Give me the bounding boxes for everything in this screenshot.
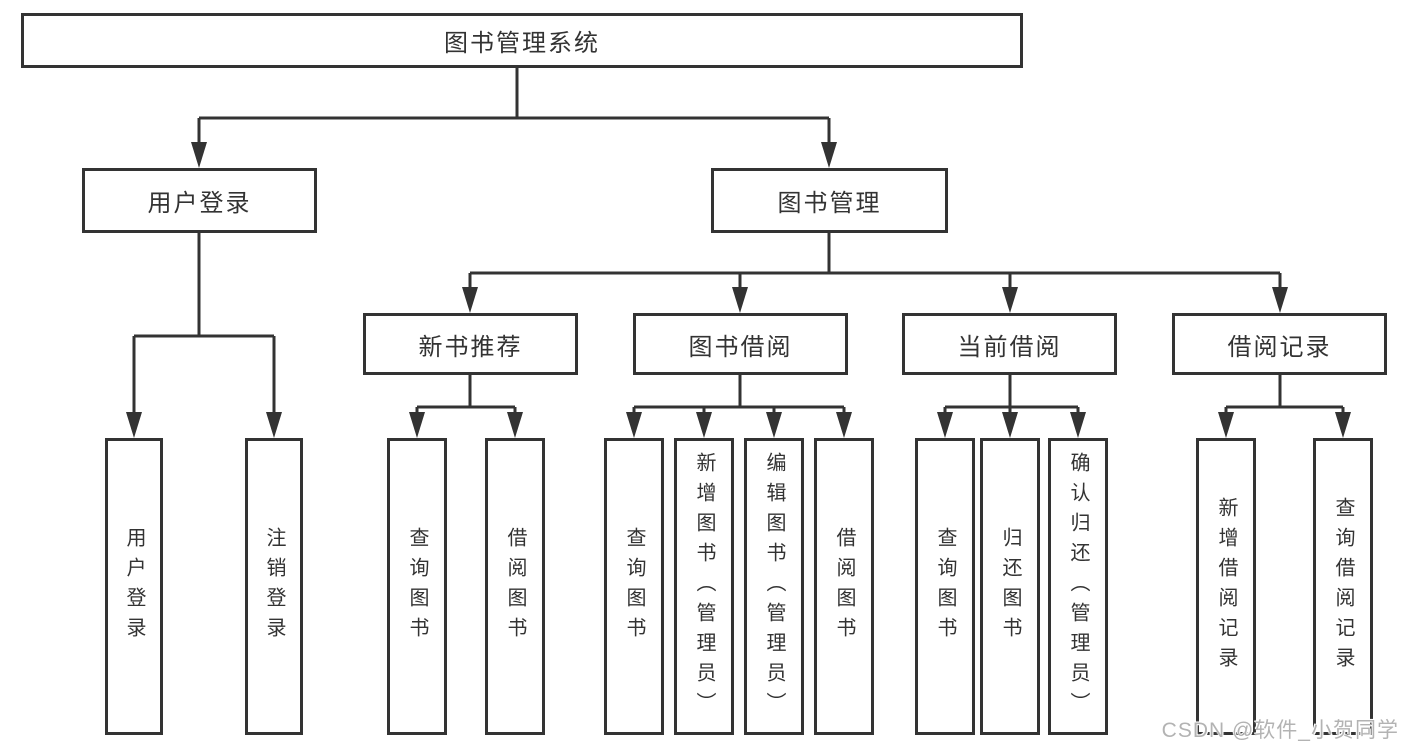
arrowhead-icon [191, 142, 207, 168]
node-label: 新书推荐 [418, 333, 523, 361]
node-label: 图书借阅 [688, 333, 793, 361]
node-label: 新增借阅记录 [1215, 496, 1237, 677]
arrowhead-icon [409, 412, 425, 438]
leaf-add-borrow-record: 新增借阅记录 [1196, 438, 1256, 735]
arrowhead-icon [1335, 412, 1351, 438]
connector-recommend-to-leaves [409, 375, 523, 438]
leaf-edit-books-admin: 编辑图书（管理员） [744, 438, 804, 735]
leaf-recommend-query-books: 查询图书 [387, 438, 447, 735]
node-label: 归还图书 [999, 526, 1021, 647]
arrowhead-icon [821, 142, 837, 168]
leaf-add-books-admin: 新增图书（管理员） [674, 438, 734, 735]
connector-login-to-leaves [126, 233, 282, 438]
leaf-query-borrow-record: 查询借阅记录 [1313, 438, 1373, 735]
arrowhead-icon [732, 287, 748, 313]
node-label: 查询借阅记录 [1332, 496, 1354, 677]
leaf-borrow-query-books: 查询图书 [604, 438, 664, 735]
arrowhead-icon [626, 412, 642, 438]
node-user-login: 用户登录 [82, 168, 317, 233]
leaf-current-query-books: 查询图书 [915, 438, 975, 735]
arrowhead-icon [1272, 287, 1288, 313]
arrowhead-icon [462, 287, 478, 313]
connector-borrow-to-leaves [626, 375, 852, 438]
leaf-borrow-books: 借阅图书 [814, 438, 874, 735]
node-label: 查询图书 [406, 526, 428, 647]
arrowhead-icon [507, 412, 523, 438]
connector-books-to-level3 [462, 233, 1288, 313]
connector-current-to-leaves [937, 375, 1086, 438]
leaf-confirm-return-admin: 确认归还（管理员） [1048, 438, 1108, 735]
node-root-system: 图书管理系统 [21, 13, 1023, 68]
arrowhead-icon [1070, 412, 1086, 438]
node-current-borrow: 当前借阅 [902, 313, 1117, 375]
arrowhead-icon [126, 412, 142, 438]
arrowhead-icon [696, 412, 712, 438]
connector-root-to-level2 [191, 68, 837, 168]
leaf-logout: 注销登录 [245, 438, 303, 735]
node-label: 注销登录 [263, 526, 285, 647]
connector-records-to-leaves [1218, 375, 1351, 438]
node-new-book-recommend: 新书推荐 [363, 313, 578, 375]
node-label: 借阅记录 [1227, 333, 1332, 361]
node-label: 用户登录 [147, 190, 252, 217]
arrowhead-icon [1002, 412, 1018, 438]
arrowhead-icon [766, 412, 782, 438]
node-label: 借阅图书 [833, 526, 855, 647]
node-label: 查询图书 [623, 526, 645, 647]
arrowhead-icon [937, 412, 953, 438]
node-label: 用户登录 [123, 526, 145, 647]
leaf-user-login: 用户登录 [105, 438, 163, 735]
node-label: 借阅图书 [504, 526, 526, 647]
arrowhead-icon [1002, 287, 1018, 313]
node-label: 编辑图书（管理员） [763, 451, 785, 722]
node-label: 确认归还（管理员） [1067, 451, 1089, 722]
arrowhead-icon [266, 412, 282, 438]
node-book-borrow: 图书借阅 [633, 313, 848, 375]
node-label: 当前借阅 [957, 333, 1062, 361]
node-label: 查询图书 [934, 526, 956, 647]
arrowhead-icon [1218, 412, 1234, 438]
node-label: 图书管理 [777, 190, 882, 217]
leaf-return-books: 归还图书 [980, 438, 1040, 735]
node-label: 新增图书（管理员） [693, 451, 715, 722]
arrowhead-icon [836, 412, 852, 438]
node-book-management: 图书管理 [711, 168, 948, 233]
leaf-recommend-borrow-books: 借阅图书 [485, 438, 545, 735]
csdn-watermark: CSDN @软件_小贺同学 [1161, 719, 1399, 742]
node-borrow-records: 借阅记录 [1172, 313, 1387, 375]
node-label: 图书管理系统 [444, 30, 600, 57]
